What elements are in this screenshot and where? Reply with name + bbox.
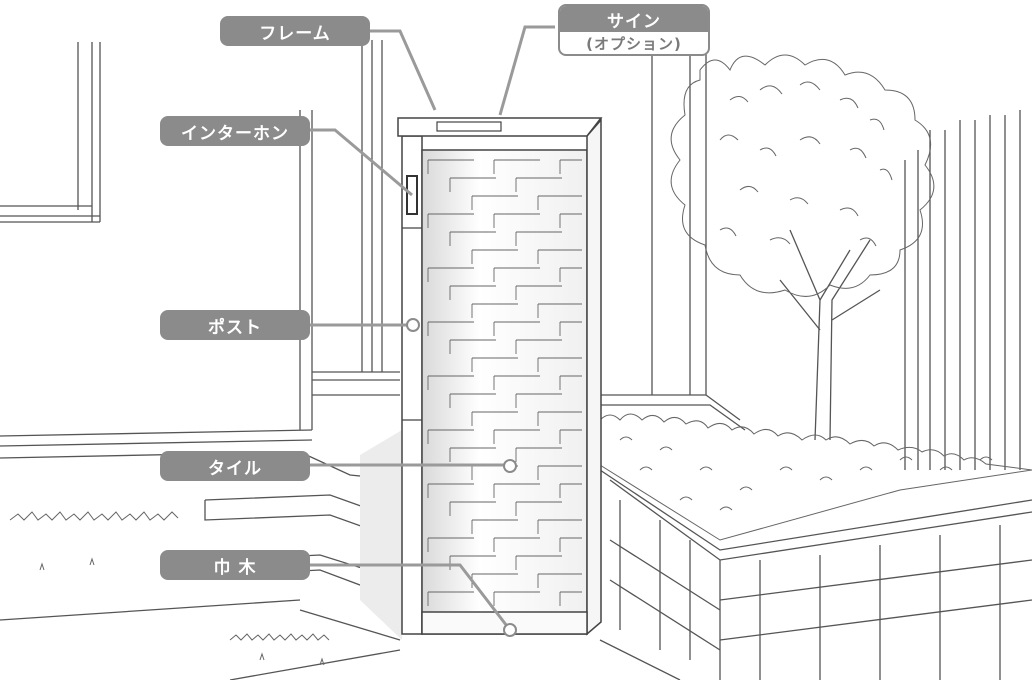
intercom-label: インターホン (160, 116, 310, 146)
sign-label-option: (オプション) (586, 34, 682, 53)
leader-lines (310, 25, 555, 631)
background-house (0, 40, 1032, 680)
leader-dots (406, 318, 517, 637)
sign-label: サイン (オプション) (558, 4, 710, 56)
frame-label: フレーム (220, 16, 370, 46)
gatepost (360, 117, 603, 640)
tree-foliage (670, 54, 935, 297)
baseboard-label: 巾 木 (160, 550, 310, 580)
tile-label: タイル (160, 451, 310, 481)
grass (9, 511, 330, 666)
post-label: ポスト (160, 310, 310, 340)
hedge (599, 413, 1032, 541)
sign-label-title: サイン (560, 6, 708, 32)
